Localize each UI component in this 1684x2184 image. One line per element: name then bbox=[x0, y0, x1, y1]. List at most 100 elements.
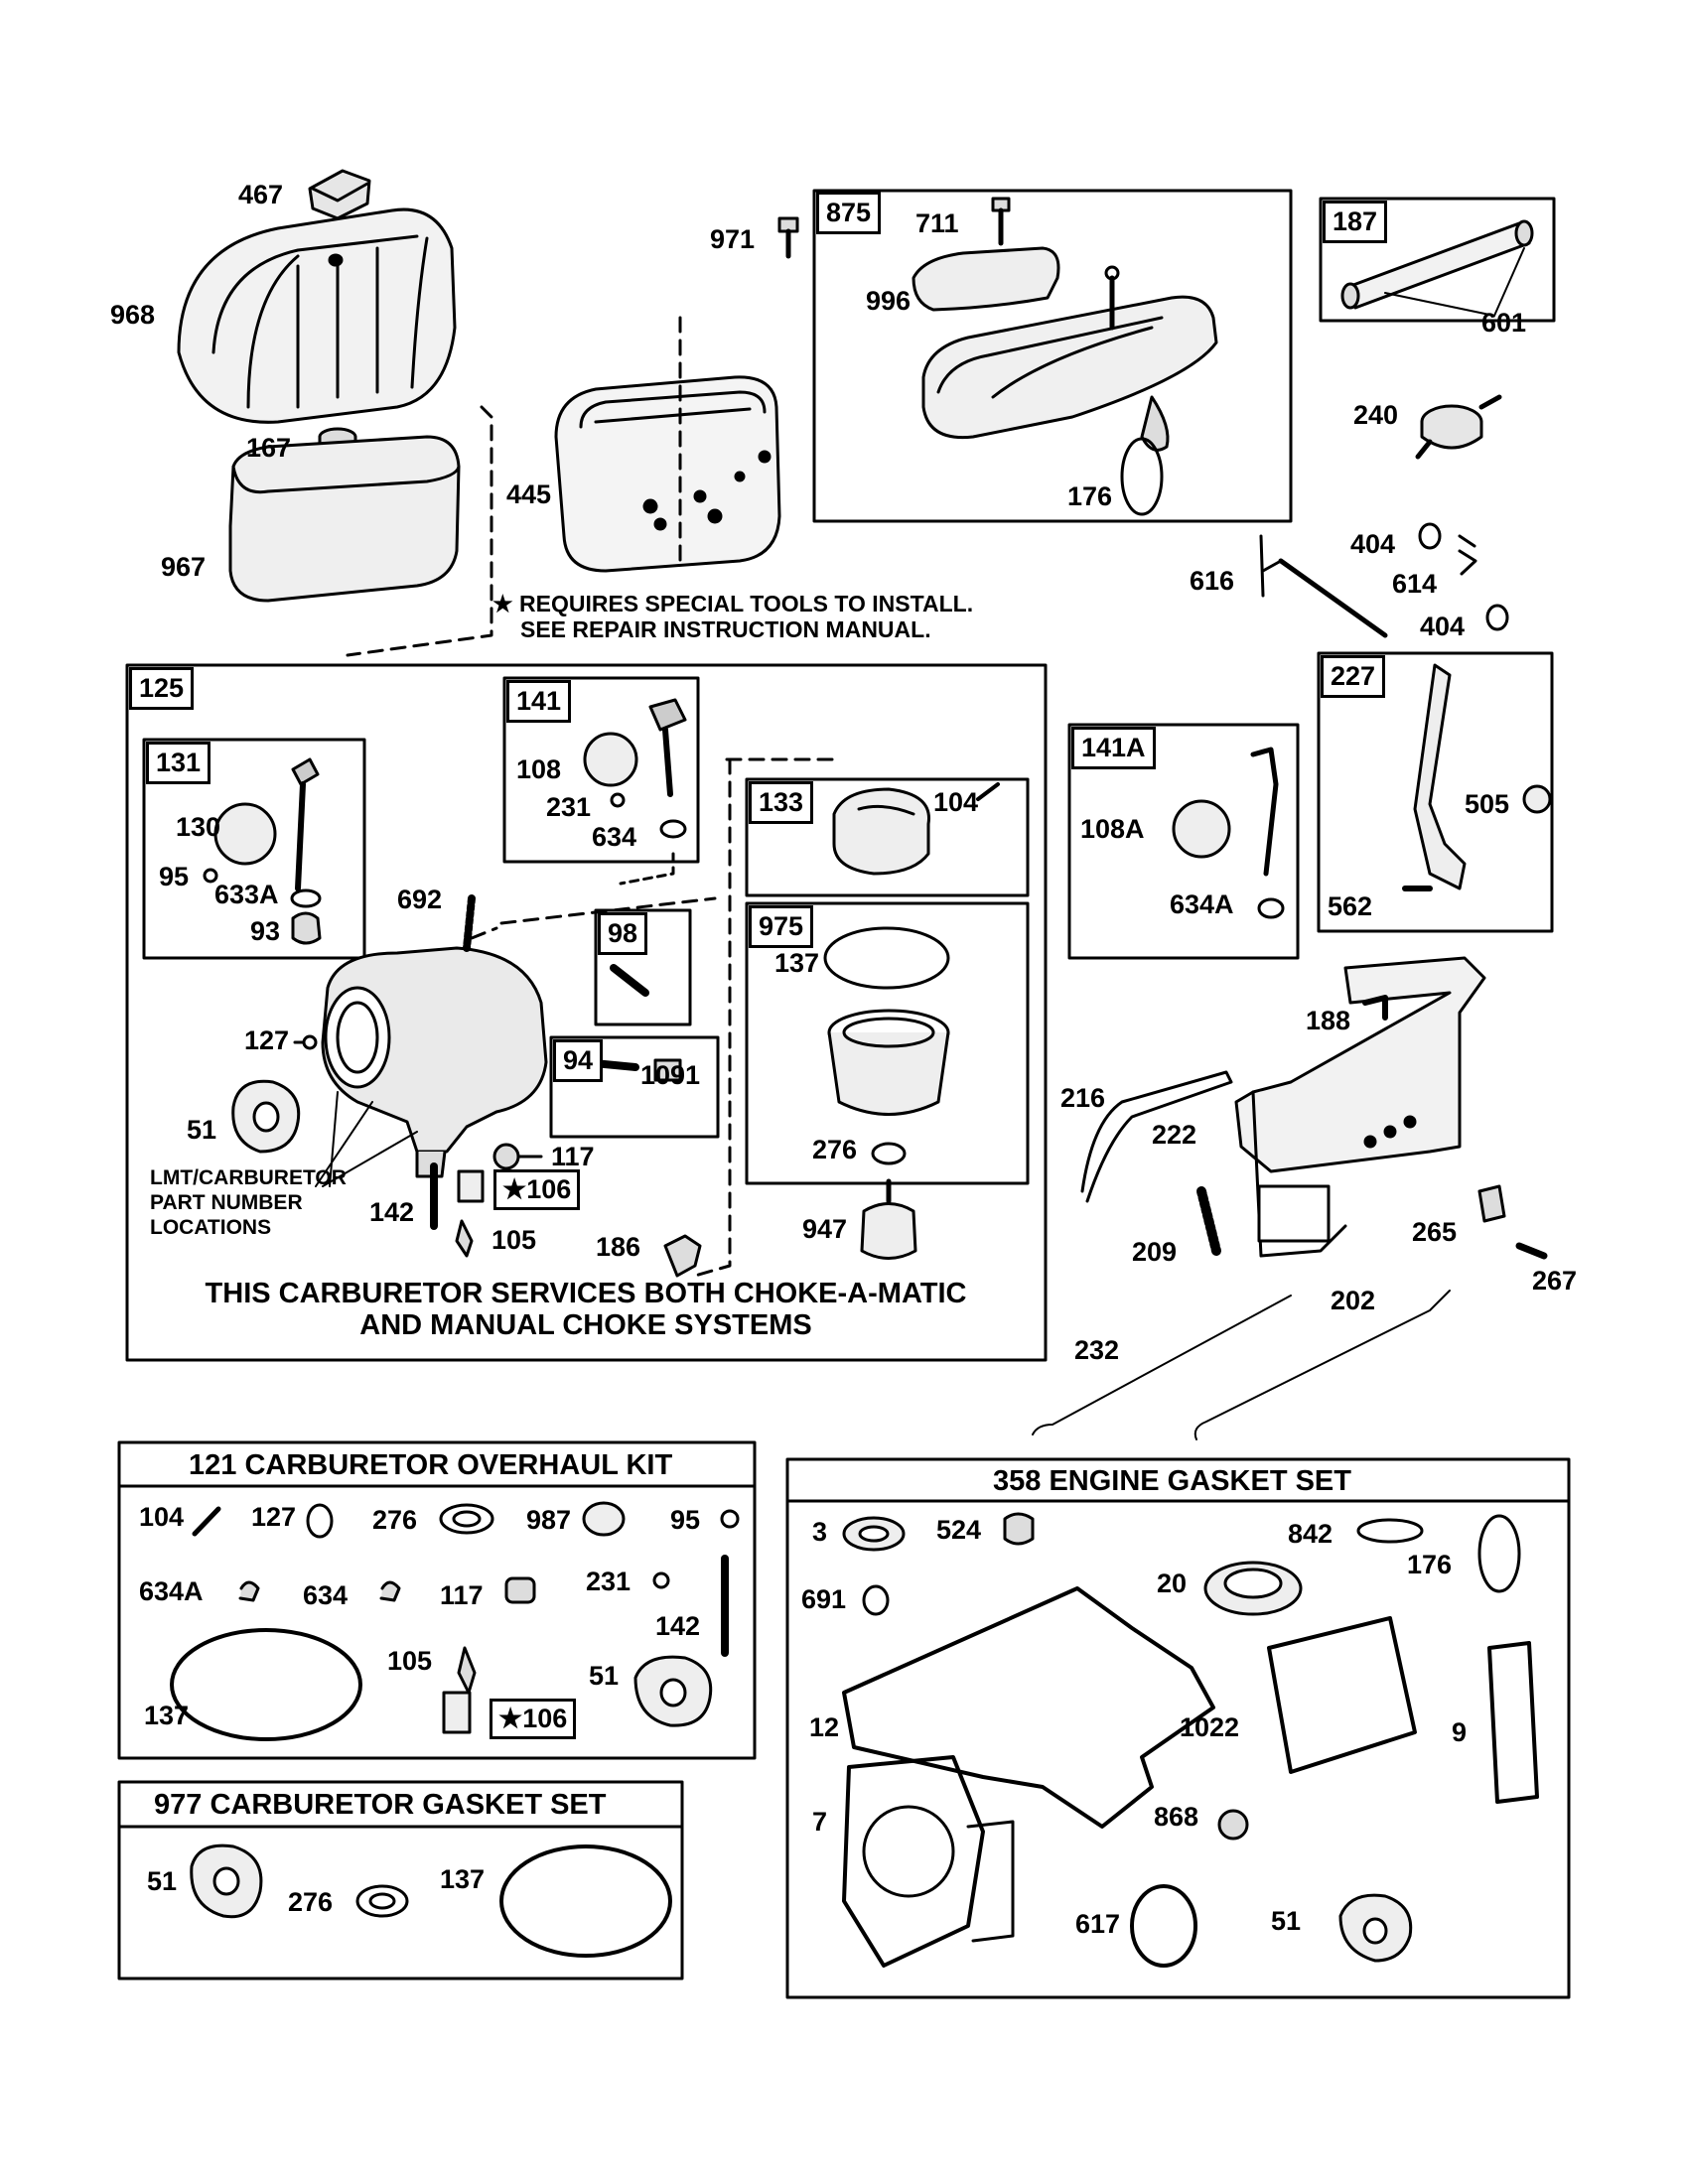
kit-part-label: 20 bbox=[1157, 1569, 1188, 1598]
kit121-washer-276-hole bbox=[452, 1510, 482, 1528]
part-label: 971 bbox=[710, 224, 756, 254]
part-label: 692 bbox=[397, 885, 443, 914]
part-label: 231 bbox=[546, 792, 592, 822]
part-label: 105 bbox=[491, 1225, 537, 1255]
carburetor-body bbox=[321, 946, 548, 1178]
plug-127-head bbox=[302, 1034, 318, 1050]
part-label: 711 bbox=[915, 208, 959, 238]
assembly-guide bbox=[346, 405, 493, 657]
part-label: 209 bbox=[1132, 1237, 1178, 1267]
note-line: LOCATIONS bbox=[150, 1216, 272, 1240]
filter-cartridge-445 bbox=[554, 375, 781, 573]
part-label: 562 bbox=[1328, 891, 1373, 921]
kit358-gasket-9 bbox=[1487, 1641, 1539, 1804]
kit358-gasket-842 bbox=[1356, 1518, 1424, 1544]
kit-part-label: 9 bbox=[1452, 1717, 1468, 1747]
bushing-106 bbox=[457, 1169, 485, 1203]
part-label: 601 bbox=[1481, 308, 1527, 338]
assembly-guide bbox=[619, 852, 675, 886]
kit-part-label: 51 bbox=[589, 1661, 620, 1691]
control-bracket-222 bbox=[1234, 956, 1486, 1258]
kit-part-label: 117 bbox=[440, 1580, 484, 1610]
governor-shaft-616 bbox=[1259, 534, 1388, 638]
box-133-frame bbox=[745, 777, 1030, 897]
carburetor-caption: THIS CARBURETOR SERVICES BOTH CHOKE-A-MA… bbox=[169, 1278, 1003, 1342]
screw-98 bbox=[610, 964, 649, 997]
kit-part-label: 51 bbox=[1271, 1906, 1302, 1936]
fuel-pump-240 bbox=[1415, 394, 1502, 460]
box-label-141: 141 bbox=[506, 680, 572, 723]
kit-part-label: 51 bbox=[147, 1866, 178, 1896]
kit358-head-gasket-7 bbox=[842, 1755, 1015, 1968]
part-label: 634A bbox=[1170, 889, 1234, 919]
air-cleaner-cover-968 bbox=[177, 207, 457, 424]
throttle-plate-108 bbox=[583, 732, 638, 787]
part-label: 276 bbox=[812, 1135, 858, 1164]
part-label: 95 bbox=[159, 862, 190, 891]
part-label: 176 bbox=[1067, 481, 1113, 511]
screw-231 bbox=[610, 792, 626, 808]
kit121-screw-95 bbox=[720, 1509, 740, 1529]
fuel-line-187 bbox=[1340, 219, 1534, 317]
kit-part-label: 142 bbox=[655, 1611, 701, 1641]
kit121-screw-231 bbox=[652, 1571, 670, 1589]
box-label-94: 94 bbox=[553, 1039, 604, 1082]
part-label: 108 bbox=[516, 754, 562, 784]
part-label: 127 bbox=[244, 1025, 290, 1055]
nut-505 bbox=[1522, 784, 1552, 814]
seal-634 bbox=[659, 819, 687, 839]
kit358-o-ring-176 bbox=[1477, 1514, 1521, 1593]
kit121-o-ring-137 bbox=[170, 1628, 362, 1741]
box-label-98: 98 bbox=[598, 912, 648, 955]
kit977-o-ring-137 bbox=[499, 1844, 672, 1958]
part-label: 968 bbox=[110, 300, 156, 330]
kit-part-label: 987 bbox=[526, 1505, 572, 1535]
part-label: 130 bbox=[176, 812, 221, 842]
kit358-cover-gasket-1022 bbox=[1267, 1616, 1417, 1774]
screw-971 bbox=[777, 216, 799, 259]
float-133 bbox=[832, 787, 930, 876]
part-label: 137 bbox=[774, 948, 820, 978]
kit121-bushing-106 bbox=[442, 1691, 472, 1734]
kit121-gasket-51-hole bbox=[659, 1678, 687, 1707]
clip-614 bbox=[1458, 534, 1477, 576]
part-label: 188 bbox=[1306, 1006, 1351, 1035]
kit977-washer-276-hole bbox=[368, 1892, 396, 1910]
kit-358-title: 358 ENGINE GASKET SET bbox=[993, 1465, 1351, 1497]
kit977-washer-276 bbox=[355, 1884, 409, 1918]
kit-121-title: 121 CARBURETOR OVERHAUL KIT bbox=[189, 1449, 673, 1481]
kit121-jet-117 bbox=[504, 1576, 536, 1604]
part-label: 108A bbox=[1080, 814, 1145, 844]
air-cleaner-base-875 bbox=[921, 265, 1218, 452]
washer-404 bbox=[1485, 604, 1509, 631]
screw-692 bbox=[463, 894, 476, 952]
kit121-seal-987 bbox=[582, 1501, 626, 1537]
kit358-washer-691 bbox=[862, 1584, 890, 1616]
box-227-frame bbox=[1317, 651, 1554, 933]
kit-part-label: 137 bbox=[144, 1701, 190, 1730]
lever-227 bbox=[1413, 663, 1467, 890]
kit-part-label: 691 bbox=[801, 1584, 847, 1614]
part-label: 202 bbox=[1331, 1286, 1376, 1315]
clip-265 bbox=[1477, 1184, 1506, 1223]
box-label-187: 187 bbox=[1323, 201, 1388, 243]
kit977-gasket-51-hole bbox=[212, 1866, 240, 1896]
washer-404 bbox=[1418, 522, 1442, 550]
throttle-plate-108a bbox=[1172, 799, 1231, 859]
kit-part-label: 127 bbox=[251, 1502, 297, 1532]
box-98-frame bbox=[594, 908, 692, 1026]
box-label-125: 125 bbox=[129, 667, 195, 710]
kit-part-label: 524 bbox=[936, 1515, 982, 1545]
screw-188 bbox=[1362, 995, 1388, 1021]
washer-276 bbox=[871, 1142, 907, 1165]
pre-cleaner-967 bbox=[228, 435, 461, 603]
part-label: 996 bbox=[866, 286, 912, 316]
caption-line: AND MANUAL CHOKE SYSTEMS bbox=[359, 1308, 812, 1341]
bushing-93 bbox=[291, 911, 322, 945]
choke-shaft-131 bbox=[291, 757, 320, 891]
choke-plate-130 bbox=[213, 802, 277, 866]
box-125-frame bbox=[125, 663, 1048, 1362]
part-label: 117 bbox=[551, 1142, 595, 1171]
assembly-guide bbox=[693, 757, 841, 1278]
